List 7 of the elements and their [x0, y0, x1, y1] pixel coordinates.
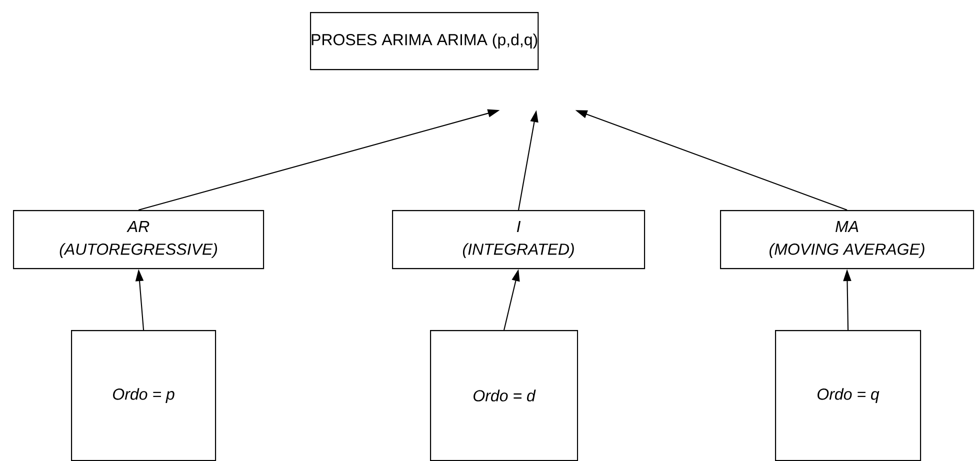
process-box: I (INTEGRATED): [392, 210, 646, 270]
process-box: AR (AUTOREGRESSIVE): [13, 210, 264, 270]
process-box: MA (MOVING AVERAGE): [720, 210, 974, 270]
title-box: PROSES ARIMA ARIMA (p,d,q): [310, 12, 539, 70]
order-box: Ordo = p: [71, 330, 216, 461]
order-box: Ordo = d: [430, 330, 578, 461]
order-box: Ordo = q: [775, 330, 922, 461]
